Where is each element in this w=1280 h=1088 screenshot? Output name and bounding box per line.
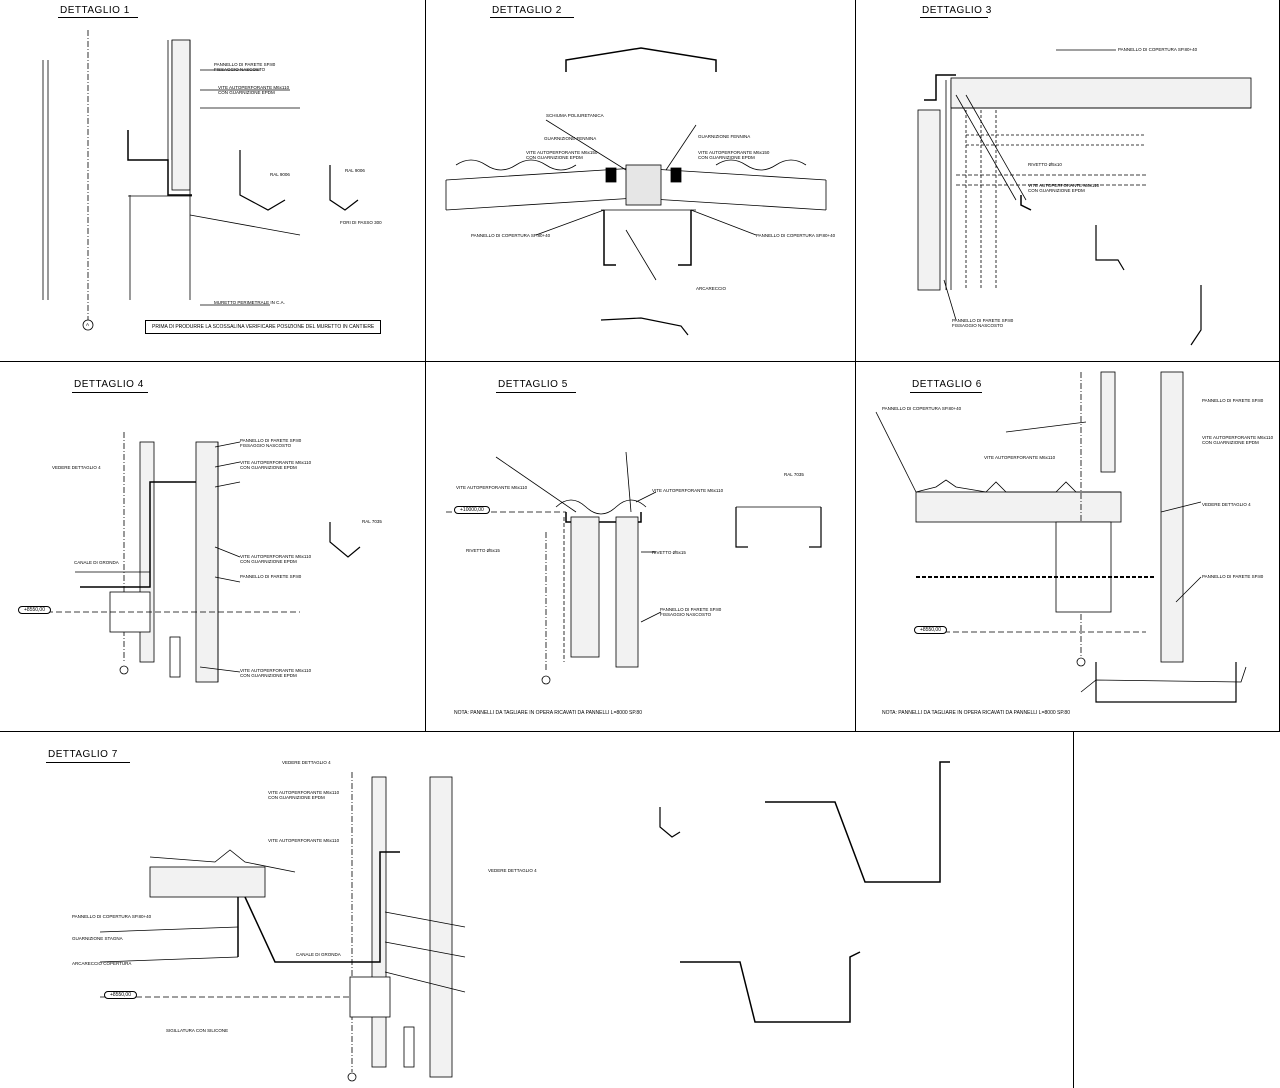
empty-sheet-area xyxy=(1074,732,1280,1088)
d6-panel-label-2: PANNELLO DI PARETE SP.80 xyxy=(1202,574,1264,579)
detail-1-drawing xyxy=(42,30,359,331)
d7-gutter-label: CANALE DI GRONDA xyxy=(296,952,341,957)
d6-roof-label: PANNELLO DI COPERTURA SP.80+40 xyxy=(882,406,962,411)
d1-screw-label: VITE AUTOPERFORANTE M6x110 xyxy=(218,85,290,90)
d6-gasket-label: CON GUARNIZIONE EPDM xyxy=(1202,440,1259,445)
d2-panel-left-label: PANNELLO DI COPERTURA SP.80+40 xyxy=(471,233,551,238)
detail-3-panel: DETTAGLIO 3 PANNELLO DI COPERTURA SP.80+… xyxy=(856,0,1280,362)
d5-ral-label: RAL 7035 xyxy=(784,472,804,477)
d3-roof-label: PANNELLO DI COPERTURA SP.80+40 xyxy=(1118,47,1198,52)
detail-6-title: DETTAGLIO 6 xyxy=(912,379,982,390)
d4-elevation-marker: +8550,00 xyxy=(18,606,51,614)
d1-ral-label-2: RAL 9006 xyxy=(345,168,365,173)
detail-5-title-underline xyxy=(496,392,576,393)
d3-gasket-label: CON GUARNIZIONE EPDM xyxy=(1028,188,1085,193)
d4-gasket-label-2: CON GUARNIZIONE EPDM xyxy=(240,559,297,564)
d3-fixing-label: FISSAGGIO NASCOSTO xyxy=(952,323,1004,328)
d1-warning-note: PRIMA DI PRODURRE LA SCOSSALINA VERIFICA… xyxy=(145,320,382,334)
d7-see-label-2: VEDERE DETTAGLIO 4 xyxy=(282,760,331,765)
detail-6-drawing xyxy=(875,371,1247,703)
d2-panel-right-label: PANNELLO DI COPERTURA SP.80+40 xyxy=(756,233,836,238)
detail-3-title-underline xyxy=(920,17,988,18)
detail-2-drawing xyxy=(445,47,827,336)
detail-1-panel: DETTAGLIO 1 PANNELLO DI PARETE SP.80 FIS… xyxy=(0,0,426,362)
d6-see-label: VEDERE DETTAGLIO 4 xyxy=(1202,502,1251,507)
d7-elevation-marker: +8550,00 xyxy=(104,991,137,999)
d1-wall-label: MURETTO PERIMETRALE IN C.A. xyxy=(214,300,285,305)
detail-5-drawing xyxy=(446,451,822,685)
d7-roof-label: PANNELLO DI COPERTURA SP.80+40 xyxy=(72,914,152,919)
d4-panel-label-2: PANNELLO DI PARETE SP.80 xyxy=(240,574,302,579)
d3-rivet-label: RIVETTO Ø5x10 xyxy=(1028,162,1062,167)
detail-4-title-underline xyxy=(72,392,148,393)
d6-screw-label: VITE AUTOPERFORANTE M6x110 xyxy=(984,455,1056,460)
d4-fixing-label: FISSAGGIO NASCOSTO xyxy=(240,443,292,448)
d5-panel-label: PANNELLO DI PARETE SP.80 xyxy=(660,607,722,612)
d3-screw-label: VITE AUTOPERFORANTE M6x110 xyxy=(1028,183,1100,188)
d5-footnote: NOTA: PANNELLI DA TAGLIARE IN OPERA RICA… xyxy=(454,710,642,716)
d7-gasket-label: CON GUARNIZIONE EPDM xyxy=(268,795,325,800)
d4-screw-label-3: VITE AUTOPERFORANTE M6x110 xyxy=(240,668,312,673)
detail-4-drawing xyxy=(20,432,361,683)
detail-2-panel: DETTAGLIO 2 SCHIUMA POLIURETANICA GUARNI… xyxy=(426,0,856,362)
d1-grid-label: A xyxy=(86,322,90,327)
d2-purlin-label: ARCARECCIO xyxy=(696,286,727,291)
d7-see-label: VEDERE DETTAGLIO 4 xyxy=(488,868,537,873)
d1-holes-label: FORI DI PASSO 300 xyxy=(340,220,382,225)
d4-see-label: VEDERE DETTAGLIO 4 xyxy=(52,465,101,470)
d6-elevation-marker: +8550,00 xyxy=(914,626,947,634)
d4-screw-label-2: VITE AUTOPERFORANTE M6x110 xyxy=(240,554,312,559)
d7-screw-label: VITE AUTOPERFORANTE M6x110 xyxy=(268,790,340,795)
detail-4-title: DETTAGLIO 4 xyxy=(74,379,144,390)
detail-7-drawing xyxy=(99,761,950,1082)
detail-5-panel: DETTAGLIO 5 VITE AUTOPERFORANTE M6x110 V… xyxy=(426,362,856,732)
d5-elevation-marker: +10000,00 xyxy=(454,506,490,514)
d6-screw-label-2: VITE AUTOPERFORANTE M6x110 xyxy=(1202,435,1274,440)
detail-1-title: DETTAGLIO 1 xyxy=(60,5,130,16)
d5-screw-label: VITE AUTOPERFORANTE M6x110 xyxy=(456,485,528,490)
d4-gutter-label: CANALE DI GRONDA xyxy=(74,560,119,565)
detail-6-panel: DETTAGLIO 6 PANNELLO DI COPERTURA SP.80+… xyxy=(856,362,1280,732)
d2-gasket-right-label: GUARNIZIONE FENNINA xyxy=(698,134,751,139)
d2-epdm-left-label: CON GUARNIZIONE EPDM xyxy=(526,155,583,160)
d1-fixing-label: FISSAGGIO NASCOSTO xyxy=(214,67,266,72)
detail-5-title: DETTAGLIO 5 xyxy=(498,379,568,390)
d4-ral-label: RAL 7035 xyxy=(362,519,382,524)
d5-screw-label-2: VITE AUTOPERFORANTE M6x110 xyxy=(652,488,724,493)
d6-footnote: NOTA: PANNELLI DA TAGLIARE IN OPERA RICA… xyxy=(882,710,1070,716)
detail-3-title: DETTAGLIO 3 xyxy=(922,5,992,16)
d2-screw-right-label: VITE AUTOPERFORANTE M6x150 xyxy=(698,150,770,155)
d2-gasket-left-label: GUARNIZIONE FENNINA xyxy=(544,136,597,141)
d7-sealant-label: SIGILLATURA CON SILICONE xyxy=(166,1028,229,1033)
d7-screw-label-2: VITE AUTOPERFORANTE M6x110 xyxy=(268,838,340,843)
d3-panel-label: PANNELLO DI PARETE SP.80 xyxy=(952,318,1014,323)
d5-rivet-label: RIVETTO Ø5x15 xyxy=(466,548,500,553)
d7-gasket2-label: GUARNIZIONE STAGNA xyxy=(72,936,123,941)
d4-gasket-label: CON GUARNIZIONE EPDM xyxy=(240,465,297,470)
d6-panel-label: PANNELLO DI PARETE SP.80 xyxy=(1202,398,1264,403)
d1-ral-label: RAL 9006 xyxy=(270,172,290,177)
d2-foam-label: SCHIUMA POLIURETANICA xyxy=(546,113,604,118)
detail-3-drawing xyxy=(917,49,1252,346)
d4-panel-label: PANNELLO DI PARETE SP.80 xyxy=(240,438,302,443)
d2-screw-left-label: VITE AUTOPERFORANTE M6x150 xyxy=(526,150,598,155)
detail-4-panel: DETTAGLIO 4 VEDERE DETTAGLIO 4 PANNELLO … xyxy=(0,362,426,732)
detail-7-panel: DETTAGLIO 7 VEDERE DETTAGLIO 4 VEDERE DE… xyxy=(0,732,1074,1088)
detail-7-title: DETTAGLIO 7 xyxy=(48,749,118,760)
detail-7-title-underline xyxy=(46,762,130,763)
d2-epdm-right-label: CON GUARNIZIONE EPDM xyxy=(698,155,755,160)
d1-panel-label: PANNELLO DI PARETE SP.80 xyxy=(214,62,276,67)
detail-2-title-underline xyxy=(490,17,574,18)
d4-screw-label: VITE AUTOPERFORANTE M6x110 xyxy=(240,460,312,465)
detail-1-title-underline xyxy=(58,17,138,18)
d1-gasket-label: CON GUARNIZIONE EPDM xyxy=(218,90,275,95)
d5-fixing-label: FISSAGGIO NASCOSTO xyxy=(660,612,712,617)
detail-6-title-underline xyxy=(910,392,982,393)
d4-gasket-label-3: CON GUARNIZIONE EPDM xyxy=(240,673,297,678)
d5-rivet-label-2: RIVETTO Ø5x15 xyxy=(652,550,686,555)
detail-2-title: DETTAGLIO 2 xyxy=(492,5,562,16)
d7-purlin-label: ARCARECCIO COPERTURA xyxy=(72,961,132,966)
